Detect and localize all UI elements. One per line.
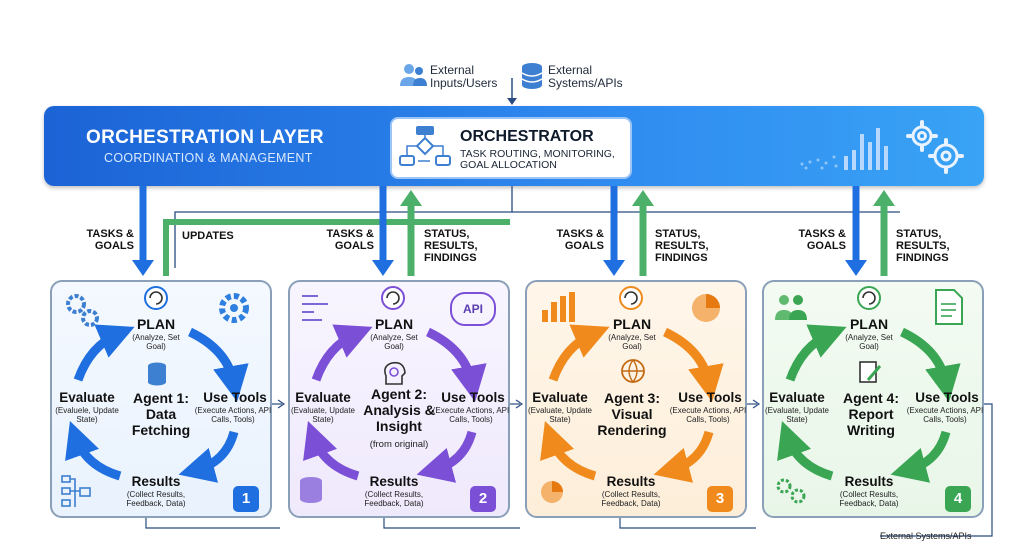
database-icon [521,63,543,89]
evaluate-sub-4: (Evaluate, Update State) [764,406,830,424]
tasks-goals-label-2: TASKS & GOALS [326,228,374,252]
gears-icon [776,478,806,504]
input-arrow [507,78,517,105]
use-tools-label-3: Use Tools [678,390,742,405]
gear-icon [219,293,249,323]
agent-number-4: 4 [945,486,971,512]
use-tools-sub-4: (Execute Actions, API Calls, Tools) [906,406,984,424]
use-tools-sub-1: (Execute Actions, API Calls, Tools) [194,406,272,424]
agent-name-2: Agent 2: Analysis & Insight [363,386,435,434]
users-icon [775,295,807,320]
status-results-label-3: STATUS, RESULTS, FINDINGS [655,228,709,264]
users-icon [400,64,427,86]
api-label: API [462,302,483,316]
results-sub-1: (Collect Results, Feedback, Data) [126,490,186,508]
updates-label: UPDATES [182,230,234,242]
workflow-icon [61,475,91,507]
agent-name-3: Agent 3: Visual Rendering [597,390,667,438]
database-icon [300,477,322,503]
external-users-label: External Inputs/Users [430,63,498,90]
gears-icon [906,120,964,174]
agent-note-2: (from original) [369,439,429,450]
plan-sub-3: (Analyze, Set Goal) [608,333,656,351]
document-icon [935,289,963,325]
evaluate-sub-1: (Evaluele, Update State) [55,406,119,424]
status-results-label-2: STATUS, RESULTS, FINDINGS [424,228,478,264]
agent-number-1: 1 [233,486,259,512]
code-lines-icon [302,295,328,321]
agent-number-2: 2 [470,486,496,512]
plan-label-1: PLAN [136,316,176,332]
pie-chart-icon [692,294,720,322]
brain-head-icon [384,361,406,385]
external-systems [520,62,544,95]
use-tools-label-2: Use Tools [441,390,505,405]
agent-number-3: 3 [707,486,733,512]
plan-sub-2: (Analyze, Set Goal) [370,333,418,351]
edit-document-icon [859,361,882,383]
tasks-goals-label-1: TASKS & GOALS [86,228,134,252]
plan-label-4: PLAN [849,316,889,332]
flowchart-icon [399,126,451,166]
results-label-4: Results [844,474,894,489]
orchestrator-description: TASK ROUTING, MONITORING, GOAL ALLOCATIO… [460,148,615,171]
evaluate-sub-3: (Evaluate, Update State) [527,406,593,424]
status-results-label-4: STATUS, RESULTS, FINDINGS [896,228,950,264]
pie-chart-icon [541,481,563,503]
orchestration-title: ORCHESTRATION LAYER [86,127,324,148]
plan-sub-1: (Analyze, Set Goal) [132,333,180,351]
bar-chart-icon [542,292,575,322]
agent-name-4: Agent 4: Report Writing [843,390,899,438]
dashboard-chart-icon [800,128,888,170]
use-tools-label-1: Use Tools [203,390,267,405]
external-systems-label: External Systems/APIs [548,63,623,90]
plan-label-2: PLAN [374,316,414,332]
plan-sub-4: (Analyze, Set Goal) [845,333,893,351]
results-sub-3: (Collect Results, Feedback, Data) [601,490,661,508]
results-label-1: Results [131,474,181,489]
evaluate-label-1: Evaluate [59,390,115,405]
evaluate-label-3: Evaluate [532,390,588,405]
results-label-2: Results [369,474,419,489]
tasks-goals-label-3: TASKS & GOALS [556,228,604,252]
use-tools-sub-3: (Execute Actions, API Calls, Tools) [669,406,747,424]
tasks-goals-label-4: TASKS & GOALS [798,228,846,252]
api-cloud-icon: API [450,292,496,326]
results-label-3: Results [606,474,656,489]
evaluate-sub-2: (Evaluate, Update State) [290,406,356,424]
plan-label-3: PLAN [612,316,652,332]
agent-name-1: Agent 1: Data Fetching [131,390,191,438]
database-icon [148,362,166,386]
orchestration-subtitle: COORDINATION & MANAGEMENT [104,151,313,165]
results-sub-2: (Collect Results, Feedback, Data) [364,490,424,508]
external-systems-footer: External Systems/APIs [880,531,972,541]
evaluate-label-4: Evaluate [769,390,825,405]
use-tools-label-4: Use Tools [915,390,979,405]
use-tools-sub-2: (Execute Actions, API Calls, Tools) [432,406,510,424]
gears-icon [66,294,99,327]
evaluate-label-2: Evaluate [295,390,351,405]
globe-icon [621,359,645,384]
external-users [398,62,428,93]
orchestrator-title: ORCHESTRATOR [460,128,594,145]
results-sub-4: (Collect Results, Feedback, Data) [839,490,899,508]
